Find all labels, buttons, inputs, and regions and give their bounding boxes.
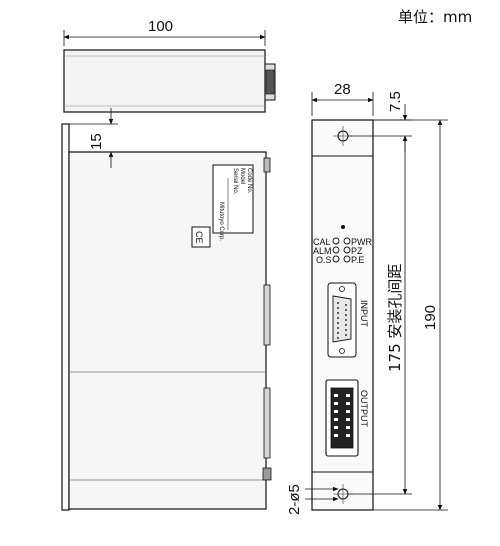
dim-hole-dia: 2-ø5 bbox=[286, 484, 339, 515]
nameplate-line-4: Mitutoyo Corp. bbox=[218, 202, 224, 241]
led-alm-icon bbox=[332, 246, 340, 254]
dim-height: 190 bbox=[373, 119, 448, 511]
led-label-cal: CAL bbox=[313, 237, 331, 247]
top-view bbox=[63, 49, 276, 113]
led-label-alm: ALM bbox=[313, 246, 332, 256]
ce-mark: CE bbox=[191, 226, 211, 248]
output-connector bbox=[325, 379, 359, 457]
nameplate-line-2: Model bbox=[239, 168, 245, 184]
unit-note: 单位：mm bbox=[398, 8, 472, 26]
dim-mount-pitch: 175 安装孔间距 bbox=[348, 135, 412, 495]
input-connector bbox=[327, 282, 357, 358]
ce-mark-label: CE bbox=[194, 231, 204, 244]
side-view bbox=[61, 123, 272, 511]
led-os-icon bbox=[332, 255, 340, 263]
dim-width-label: 100 bbox=[148, 18, 173, 35]
led-pe-icon bbox=[343, 255, 351, 263]
led-label-pe: P.E bbox=[351, 255, 364, 265]
dim-offset: 15 bbox=[69, 108, 118, 168]
nameplate-line-1: Code No. bbox=[246, 168, 252, 194]
input-label: INPUT bbox=[359, 300, 369, 328]
dim-width: 100 bbox=[63, 18, 266, 46]
led-cal-icon bbox=[332, 237, 340, 245]
dim-front-width: 28 bbox=[311, 81, 374, 116]
dim-offset-label: 15 bbox=[88, 133, 105, 150]
nameplate-line-3: Serial No. bbox=[232, 168, 238, 195]
led-pz-icon bbox=[343, 246, 351, 254]
front-view: CAL PWR ALM PZ O.S P.E INPUT bbox=[311, 119, 374, 511]
dim-height-label: 190 bbox=[422, 305, 439, 330]
led-label-pwr: PWR bbox=[351, 237, 372, 247]
led-pwr-icon bbox=[343, 237, 351, 245]
output-label: OUTPUT bbox=[359, 390, 369, 428]
led-label-pz: PZ bbox=[351, 246, 363, 256]
dim-hole-dia-label: 2-ø5 bbox=[286, 484, 303, 515]
dim-hole-offset-label: 7.5 bbox=[387, 91, 404, 112]
led-label-os: O.S bbox=[316, 255, 332, 265]
nameplate: Code No. Model Serial No. Mitutoyo Corp. bbox=[212, 164, 254, 241]
dim-front-width-label: 28 bbox=[334, 81, 351, 98]
dim-mount-pitch-label: 175 安装孔间距 bbox=[386, 264, 404, 372]
